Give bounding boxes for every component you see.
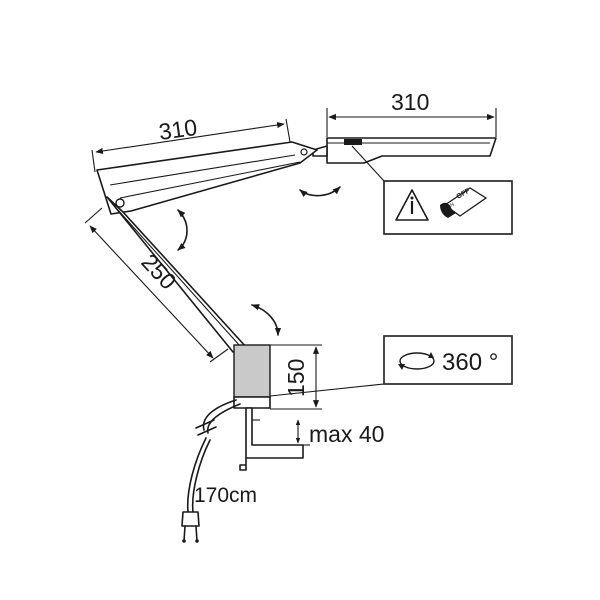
- power-plug-icon: [181, 511, 200, 543]
- table-clamp: [239, 407, 304, 471]
- rotate-360-icon: [398, 352, 435, 370]
- base-height-label: 150: [283, 359, 309, 397]
- switch-button: [344, 139, 362, 145]
- upper-arm-length-label: 310: [157, 114, 199, 145]
- head-rotate-arrow-icon: [299, 186, 341, 197]
- head-dimension: [326, 108, 497, 137]
- base-height-dimension: [270, 344, 322, 410]
- switch-on-text: ON: [446, 202, 456, 211]
- rotation-callout: 360 °: [269, 335, 513, 397]
- clamp-dimension: [295, 419, 310, 446]
- lamp-base: [233, 344, 304, 471]
- power-cable: [186, 399, 241, 513]
- arm-joint: [115, 198, 125, 208]
- upper-arm-dimension: [91, 118, 291, 173]
- upper-arm: [96, 141, 318, 215]
- rotation-label: 360 °: [442, 349, 498, 376]
- lower-arm-dimension: [84, 207, 229, 363]
- rotation-box: [383, 335, 513, 385]
- info-triangle-icon: [395, 189, 429, 221]
- cable-length-label: 170cm: [194, 484, 257, 507]
- head-length-label: 310: [391, 89, 429, 115]
- base-rotate-arrow-icon: [251, 304, 282, 336]
- head-joint: [300, 148, 308, 156]
- info-callout: OFF ON: [351, 145, 513, 235]
- elbow-rotate-arrow-icon: [177, 209, 188, 251]
- lamp-head: [312, 137, 497, 164]
- clamp-max-label: max 40: [309, 421, 384, 447]
- touch-switch-icon: OFF ON: [440, 187, 488, 218]
- lower-arm-length-label: 250: [136, 249, 181, 295]
